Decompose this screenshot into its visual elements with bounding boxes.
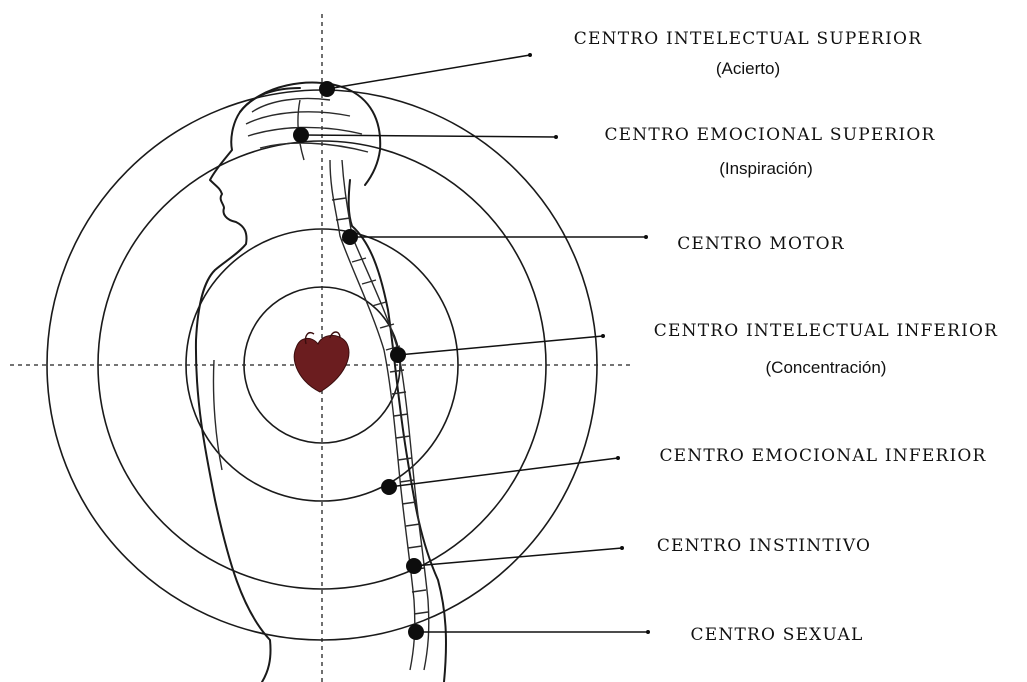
sublabel-emocional-superior: (Inspiración): [719, 159, 813, 178]
dot-instintivo: [406, 558, 422, 574]
brain-lines: [246, 99, 368, 161]
label-emocional-inferior: CENTRO EMOCIONAL INFERIOR: [659, 446, 986, 466]
dot-sexual: [408, 624, 424, 640]
dot-emocional-inferior: [381, 479, 397, 495]
center-labels: CENTRO INTELECTUAL SUPERIOR (Acierto) CE…: [574, 29, 998, 645]
head-outline: [196, 88, 300, 682]
leader-intelectual-superior: [327, 55, 530, 89]
label-instintivo: CENTRO INSTINTIVO: [657, 536, 871, 556]
dot-intelectual-inferior: [390, 347, 406, 363]
heart-icon: [294, 332, 349, 392]
leader-emocional-inferior: [389, 458, 618, 487]
label-motor: CENTRO MOTOR: [677, 234, 845, 254]
vertebrae: [332, 198, 428, 614]
label-emocional-superior: CENTRO EMOCIONAL SUPERIOR: [604, 125, 935, 145]
dot-intelectual-superior: [319, 81, 335, 97]
dot-motor: [342, 229, 358, 245]
label-intelectual-superior: CENTRO INTELECTUAL SUPERIOR: [574, 29, 922, 49]
leader-instintivo: [414, 548, 622, 566]
label-sexual: CENTRO SEXUAL: [691, 625, 864, 645]
sublabel-intelectual-inferior: (Concentración): [766, 358, 887, 377]
leader-intelectual-inferior: [398, 336, 603, 355]
sublabel-intelectual-superior: (Acierto): [716, 59, 780, 78]
dot-emocional-superior: [293, 127, 309, 143]
leader-emocional-superior: [301, 135, 556, 137]
label-intelectual-inferior: CENTRO INTELECTUAL INFERIOR: [654, 321, 998, 341]
